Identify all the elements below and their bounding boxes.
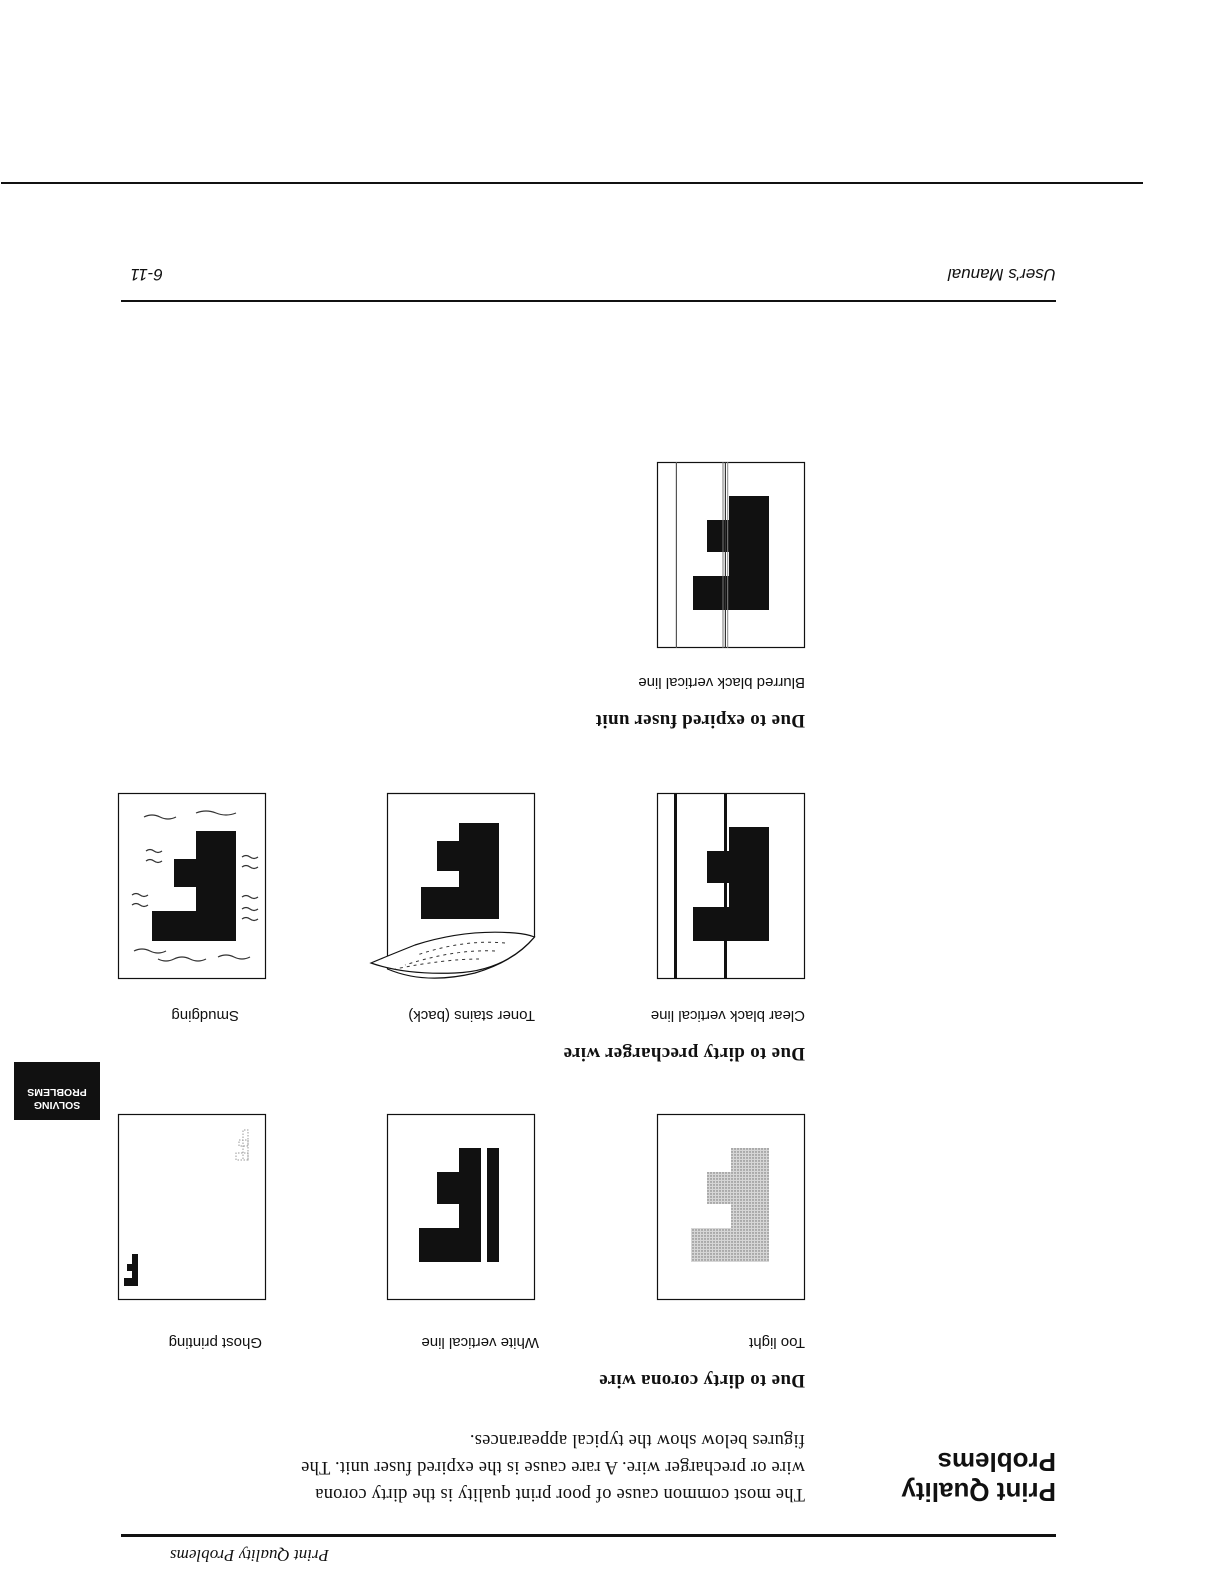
footer-page-number: 6-11: [130, 265, 163, 284]
intro-paragraph: The most common cause of poor print qual…: [301, 1426, 805, 1507]
caption-too-light: Too light: [749, 1334, 805, 1351]
footer-rule: [121, 300, 1056, 302]
intro-line: The most common cause of poor print qual…: [315, 1484, 805, 1504]
black-line-letter-icon: [656, 792, 806, 980]
faded-letter-icon: [656, 1113, 806, 1301]
section-heading-line2: Problems: [937, 1447, 1057, 1477]
stained-sheet-icon: [369, 792, 536, 979]
caption-ghost: Ghost printing: [168, 1334, 262, 1351]
section-heading: Print Quality Problems: [901, 1447, 1056, 1507]
group-heading-fuser: Due to expired fuser unit: [595, 710, 805, 731]
section-tab-line2: PROBLEMS: [27, 1086, 87, 1098]
intro-line: wire or precharger wire. A rare cause is…: [301, 1457, 805, 1477]
running-head: Print Quality Problems: [170, 1546, 329, 1565]
ghost-letter-icon: [117, 1113, 267, 1301]
caption-white-line: White vertical line: [421, 1334, 539, 1351]
caption-toner-stains: Toner stains (back): [408, 1007, 535, 1024]
footer-manual-title: User's Manual: [947, 265, 1056, 284]
caption-clear-black: Clear black vertical line: [650, 1007, 805, 1024]
intro-line: figures below show the typical appearanc…: [469, 1430, 805, 1450]
group-heading-precharger: Due to dirty precharger wire: [563, 1043, 805, 1064]
white-line-letter-icon: [386, 1113, 536, 1301]
smudged-letter-icon: [117, 792, 267, 980]
scan-edge-line: [1, 182, 1143, 184]
group-heading-corona: Due to dirty corona wire: [599, 1370, 805, 1391]
section-tab-line1: SOLVING: [33, 1099, 81, 1111]
blurred-line-letter-icon: [656, 461, 806, 649]
header-rule: [121, 1534, 1056, 1537]
section-tab: SOLVING PROBLEMS: [14, 1062, 100, 1120]
caption-blurred-black: Blurred black vertical line: [638, 674, 805, 691]
section-heading-line1: Print Quality: [901, 1477, 1056, 1507]
caption-smudging: Smudging: [171, 1007, 239, 1024]
